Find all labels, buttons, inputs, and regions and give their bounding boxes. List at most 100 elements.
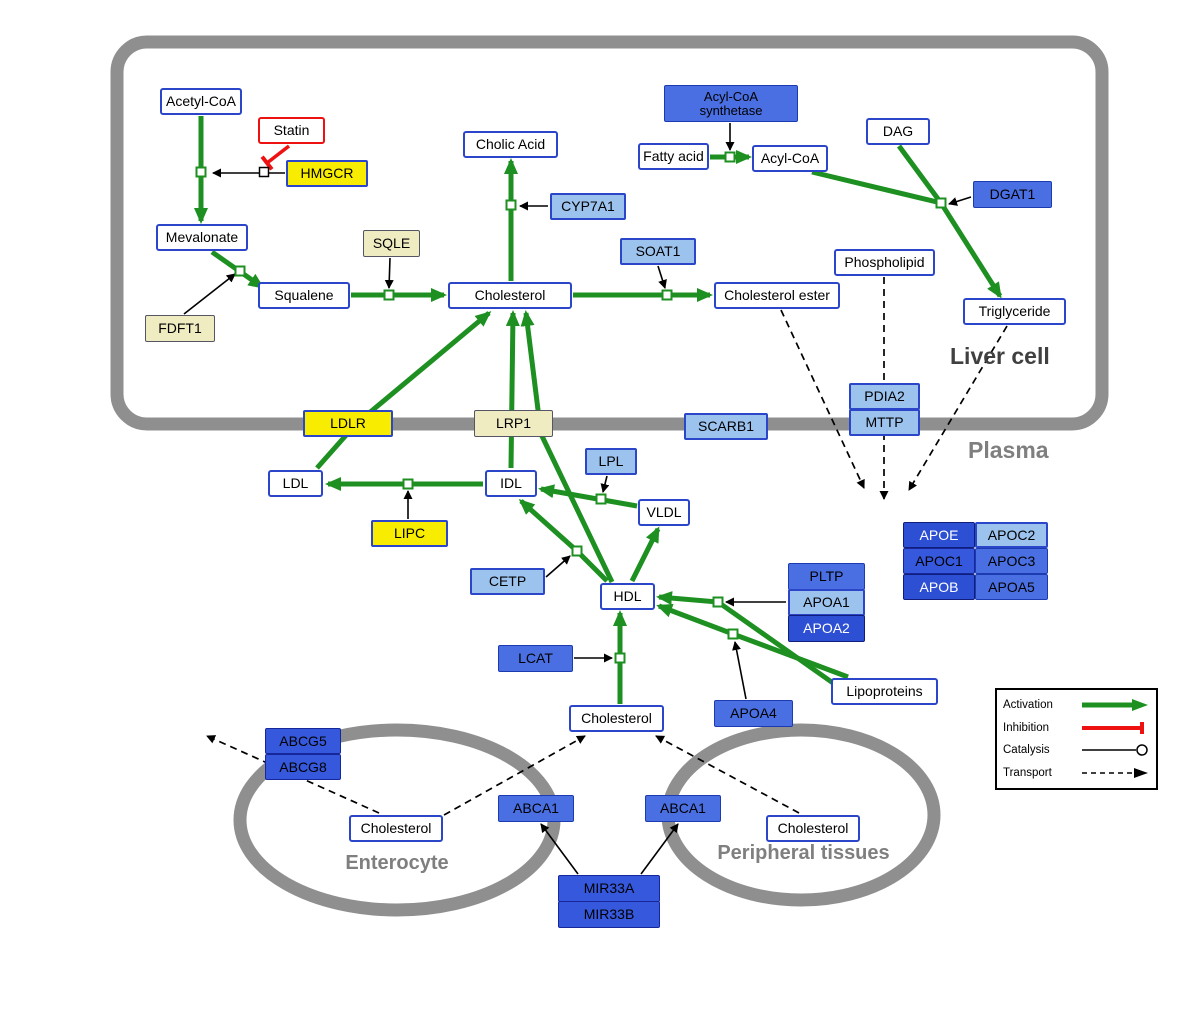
edge-lpl-catalysis <box>600 475 610 493</box>
plasma-label: Plasma <box>968 437 1049 463</box>
legend-inhibition-label: Inhibition <box>1003 721 1050 734</box>
node-ldl[interactable]: LDL <box>268 470 323 497</box>
node-fatty-acid[interactable]: Fatty acid <box>638 143 709 170</box>
node-cetp[interactable]: CETP <box>470 568 545 595</box>
node-abca1-peripheral[interactable]: ABCA1 <box>645 795 721 822</box>
node-apoc2[interactable]: APOC2 <box>975 522 1048 548</box>
node-triglyceride[interactable]: Triglyceride <box>963 298 1066 325</box>
node-lpl[interactable]: LPL <box>585 448 637 475</box>
edge-acyl-coa-to-triglyceride <box>811 169 1003 299</box>
node-abcg5[interactable]: ABCG5 <box>265 728 341 754</box>
node-phospholipid[interactable]: Phospholipid <box>834 249 935 276</box>
node-hmgcr[interactable]: HMGCR <box>286 160 368 187</box>
activation-arrow-icon <box>1082 699 1148 712</box>
edge-mir33-to-abca1-peripheral <box>640 823 679 875</box>
edge-cholesterol-enterocyte-efflux-abcg <box>206 735 380 814</box>
legend-activation-label: Activation <box>1003 699 1053 712</box>
reaction-node-10 <box>712 596 724 608</box>
node-cholesterol-plasma[interactable]: Cholesterol <box>569 705 664 732</box>
edge-statin-inhibits-hmgcr <box>265 144 291 165</box>
node-pltp[interactable]: PLTP <box>788 563 865 590</box>
peripheral-tissues-label: Peripheral tissues <box>717 842 890 864</box>
node-sqle[interactable]: SQLE <box>363 230 420 257</box>
edge-dgat1-catalysis <box>948 196 972 206</box>
node-acyl-coa-synthetase[interactable]: Acyl-CoA synthetase <box>664 85 798 122</box>
legend-row-transport: Transport <box>1003 763 1150 783</box>
reaction-node-7 <box>402 478 414 490</box>
node-mevalonate[interactable]: Mevalonate <box>156 224 248 251</box>
node-lipc[interactable]: LIPC <box>371 520 448 547</box>
node-lcat[interactable]: LCAT <box>498 645 573 672</box>
node-mir33a[interactable]: MIR33A <box>558 875 660 902</box>
node-lrp1[interactable]: LRP1 <box>474 410 553 437</box>
edge-ldl-to-cholesterol-via-ldlr <box>315 311 492 470</box>
node-apoa4[interactable]: APOA4 <box>714 700 793 727</box>
node-apoc3[interactable]: APOC3 <box>975 548 1048 574</box>
node-statin[interactable]: Statin <box>258 117 325 144</box>
node-apoa2[interactable]: APOA2 <box>788 615 865 642</box>
legend-box: Activation Inhibition Catalysis Transpor… <box>995 688 1158 790</box>
reaction-node-13 <box>258 166 270 178</box>
edge-vldl-to-idl <box>538 484 638 509</box>
legend-transport-label: Transport <box>1003 766 1052 779</box>
node-cholesterol-liver[interactable]: Cholesterol <box>448 282 572 309</box>
node-fdft1[interactable]: FDFT1 <box>145 315 215 342</box>
reaction-node-0 <box>195 166 207 178</box>
node-apob[interactable]: APOB <box>903 574 975 600</box>
node-cholesterol-peripheral[interactable]: Cholesterol <box>766 815 860 842</box>
node-squalene[interactable]: Squalene <box>258 282 350 309</box>
node-abcg8[interactable]: ABCG8 <box>265 754 341 780</box>
liver-cell-membrane <box>110 35 1109 431</box>
node-scarb1[interactable]: SCARB1 <box>684 413 768 440</box>
node-cyp7a1[interactable]: CYP7A1 <box>550 193 626 220</box>
node-apoe[interactable]: APOE <box>903 522 975 548</box>
node-cholesterol-enterocyte[interactable]: Cholesterol <box>349 815 443 842</box>
reaction-node-3 <box>505 199 517 211</box>
node-acetyl-coa[interactable]: Acetyl-CoA <box>160 88 242 115</box>
reaction-node-4 <box>661 289 673 301</box>
legend-catalysis-label: Catalysis <box>1003 744 1050 757</box>
reaction-node-12 <box>614 652 626 664</box>
reaction-node-11 <box>727 628 739 640</box>
node-vldl[interactable]: VLDL <box>638 499 690 526</box>
node-apoc1[interactable]: APOC1 <box>903 548 975 574</box>
node-cholesterol-ester[interactable]: Cholesterol ester <box>714 282 840 309</box>
reaction-node-5 <box>724 151 736 163</box>
node-apoa5[interactable]: APOA5 <box>975 574 1048 600</box>
reaction-node-1 <box>234 265 246 277</box>
node-hdl[interactable]: HDL <box>600 583 655 610</box>
node-mir33b[interactable]: MIR33B <box>558 901 660 928</box>
node-pdia2[interactable]: PDIA2 <box>849 383 920 410</box>
legend-row-activation: Activation <box>1003 695 1150 715</box>
node-cholic-acid[interactable]: Cholic Acid <box>463 131 558 158</box>
node-abca1-enterocyte[interactable]: ABCA1 <box>498 795 574 822</box>
edge-sqle-catalysis <box>384 257 394 289</box>
catalysis-circle-icon <box>1082 744 1148 756</box>
node-ldlr[interactable]: LDLR <box>303 410 393 437</box>
edge-dag-to-triglyceride-junction <box>896 144 944 205</box>
reaction-node-6 <box>935 197 947 209</box>
edge-cholesterol-peripheral-to-plasma <box>655 735 800 814</box>
reaction-node-8 <box>595 493 607 505</box>
legend-row-catalysis: Catalysis <box>1003 740 1150 760</box>
edge-cholesterol-enterocyte-to-plasma <box>443 735 586 816</box>
edge-statin-inhibits-hmgcr-tbar <box>260 155 274 171</box>
edge-triglyceride-secretion <box>908 325 1008 491</box>
node-dag[interactable]: DAG <box>866 118 930 145</box>
edge-cholesterol-ester-secretion <box>780 309 865 489</box>
edge-hdl-to-vldl <box>629 526 661 583</box>
edge-soat1-catalysis <box>657 265 667 289</box>
edge-fdft1-catalysis <box>183 273 236 315</box>
node-dgat1[interactable]: DGAT1 <box>973 181 1052 208</box>
node-apoa1[interactable]: APOA1 <box>788 589 865 616</box>
node-mttp[interactable]: MTTP <box>849 409 920 436</box>
enterocyte-label: Enterocyte <box>345 852 449 874</box>
node-acyl-coa[interactable]: Acyl-CoA <box>752 145 828 172</box>
node-idl[interactable]: IDL <box>485 470 537 497</box>
node-soat1[interactable]: SOAT1 <box>620 238 696 265</box>
edge-idl-to-cholesterol-via-lrp1 <box>505 310 520 469</box>
node-lipoproteins[interactable]: Lipoproteins <box>831 678 938 705</box>
legend-row-inhibition: Inhibition <box>1003 718 1150 738</box>
